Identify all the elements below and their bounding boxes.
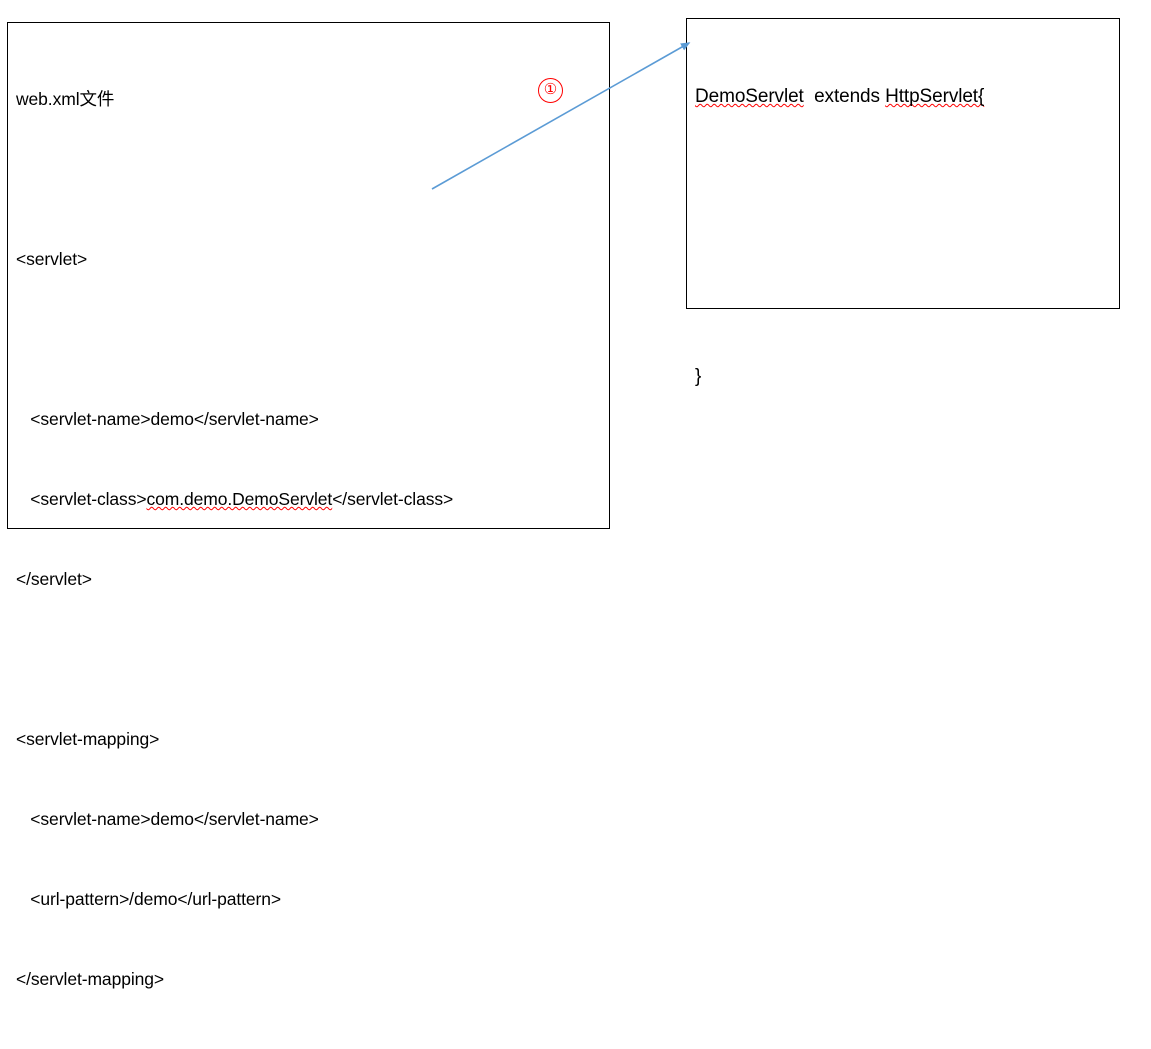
web-xml-code-block: web.xml文件 <servlet> <servlet-name>demo</… <box>16 29 605 1049</box>
panel-title: web.xml文件 <box>16 89 115 109</box>
web-xml-panel: web.xml文件 <servlet> <servlet-name>demo</… <box>7 22 610 989</box>
class-closing-brace: } <box>695 366 702 387</box>
java-class-panel: DemoServlet extends HttpServlet{ } <box>686 18 1120 387</box>
blank-line <box>16 329 605 349</box>
servlet-mapping-open-tag: <servlet-mapping> <box>16 729 160 749</box>
servlet-close-tag: </servlet> <box>16 569 92 589</box>
super-class-misspelled: HttpServlet{ <box>885 86 985 107</box>
mapping-servlet-name-line: <servlet-name>demo</servlet-name> <box>16 809 319 829</box>
url-pattern-line: <url-pattern>/demo</url-pattern> <box>16 889 281 909</box>
java-class-code-block: DemoServlet extends HttpServlet{ } <box>695 27 1115 447</box>
annotation-marker-1: ① <box>538 78 563 103</box>
slide-canvas: web.xml文件 <servlet> <servlet-name>demo</… <box>7 18 1120 989</box>
class-name-misspelled: DemoServlet <box>695 86 804 107</box>
blank-line <box>695 287 1115 307</box>
extends-keyword: extends <box>803 86 886 107</box>
servlet-name-line: <servlet-name>demo</servlet-name> <box>16 409 319 429</box>
servlet-class-prefix: <servlet-class> <box>16 489 147 509</box>
blank-line <box>695 167 1115 187</box>
servlet-mapping-close-tag: </servlet-mapping> <box>16 969 165 989</box>
blank-line <box>16 169 605 189</box>
blank-line <box>16 649 605 669</box>
blank-line <box>695 227 1115 247</box>
servlet-class-line: <servlet-class>com.demo.DemoServlet</ser… <box>16 489 605 509</box>
servlet-class-value-misspelled: com.demo.DemoServlet <box>146 489 333 509</box>
servlet-open-tag: <servlet> <box>16 249 88 269</box>
class-declaration-line: DemoServlet extends HttpServlet{ <box>695 87 1115 107</box>
servlet-class-suffix: </servlet-class> <box>332 489 454 509</box>
